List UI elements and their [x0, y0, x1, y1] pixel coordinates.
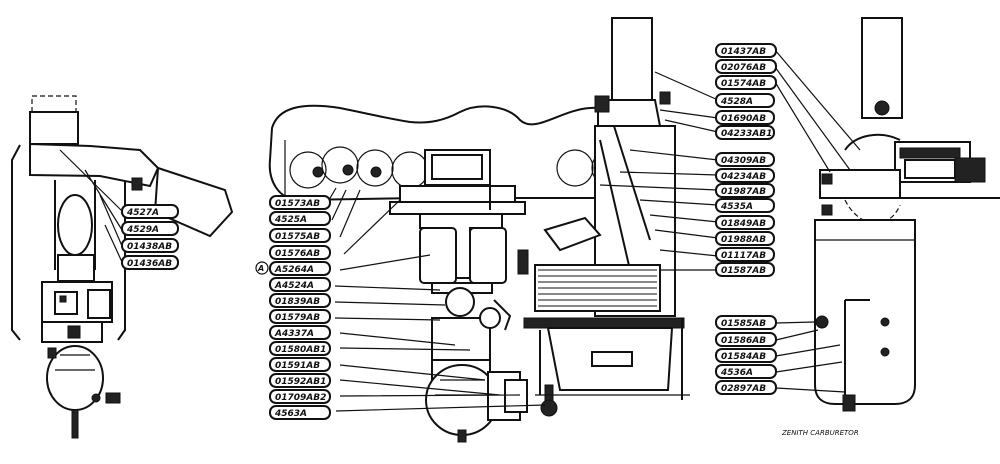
part-label: 4535A [715, 198, 775, 213]
part-label: 4527A [121, 204, 179, 219]
svg-text:A4524A: A4524A [274, 281, 314, 291]
part-label: 01438AB [121, 238, 179, 253]
part-label: 01709AB2 [269, 389, 331, 404]
part-label: 01592AB1 [269, 373, 331, 388]
part-label: 01579AB [269, 309, 331, 324]
svg-text:02076AB: 02076AB [721, 63, 766, 73]
part-label: 01437AB [715, 43, 777, 58]
right-view-labels-top: 01437AB 02076AB 01574AB [715, 43, 777, 90]
svg-text:01709AB2: 01709AB2 [275, 393, 326, 403]
svg-text:4527A: 4527A [126, 208, 159, 218]
part-label: 4525A [269, 211, 331, 226]
svg-text:04233AB1: 04233AB1 [721, 129, 772, 139]
svg-text:A: A [257, 264, 264, 273]
part-label: 01117AB [715, 247, 775, 262]
part-label: 01586AB [715, 332, 777, 347]
part-label: 02076AB [715, 59, 777, 74]
svg-text:4529A: 4529A [126, 225, 159, 235]
part-label: 04234AB [715, 168, 775, 183]
left-view-drawing [11, 95, 234, 439]
part-label: A4524A [269, 277, 331, 292]
part-label: 01573AB [269, 195, 331, 210]
svg-text:A4337A: A4337A [274, 329, 314, 339]
right-view-labels-bottom: 01585AB 01586AB 01584AB 4536A 02897AB [715, 315, 777, 395]
svg-text:01438AB: 01438AB [127, 242, 172, 252]
svg-text:4536A: 4536A [720, 368, 753, 378]
part-label: 01839AB [269, 293, 331, 308]
svg-text:A5264A: A5264A [274, 265, 314, 275]
part-label: 01584AB [715, 348, 777, 363]
part-label: 01576AB [269, 245, 331, 260]
center-view-labels-right: 4528A 01690AB 04233AB1 04309AB 04234AB 0… [715, 93, 775, 277]
part-label: 01436AB [121, 255, 179, 270]
part-label: 01587AB [715, 262, 775, 277]
part-label: 02897AB [715, 380, 777, 395]
svg-text:02897AB: 02897AB [721, 384, 766, 394]
part-label: 04233AB1 [715, 125, 775, 140]
svg-text:01591AB: 01591AB [275, 361, 320, 371]
svg-text:01585AB: 01585AB [721, 319, 766, 329]
center-view-labels-left: 01573AB 4525A 01575AB 01576AB A A5264A A… [255, 195, 331, 420]
part-label: 01580AB1 [269, 341, 331, 356]
svg-text:04309AB: 04309AB [721, 156, 766, 166]
svg-text:01839AB: 01839AB [275, 297, 320, 307]
svg-text:01587AB: 01587AB [721, 266, 766, 276]
svg-text:01592AB1: 01592AB1 [275, 377, 326, 387]
part-label: 01849AB [715, 215, 775, 230]
svg-text:01586AB: 01586AB [721, 336, 766, 346]
part-label: 01988AB [715, 231, 775, 246]
svg-text:01579AB: 01579AB [275, 313, 320, 323]
svg-text:4528A: 4528A [720, 97, 753, 107]
svg-text:01690AB: 01690AB [721, 114, 766, 124]
svg-text:4525A: 4525A [274, 215, 307, 225]
svg-text:01575AB: 01575AB [275, 232, 320, 242]
part-label: 01987AB [715, 183, 775, 198]
svg-text:01437AB: 01437AB [721, 47, 766, 57]
left-view: 4527A 4529A 01438AB 01436AB [11, 95, 234, 439]
section-marker: A [255, 261, 269, 275]
svg-text:01580AB1: 01580AB1 [275, 345, 326, 355]
caption: ZENITH CARBURETOR [781, 429, 859, 437]
svg-text:01576AB: 01576AB [275, 249, 320, 259]
part-label: 4528A [715, 93, 775, 108]
part-label: A5264A [269, 261, 331, 276]
center-view: 01573AB 4525A 01575AB 01576AB A A5264A A… [255, 17, 775, 443]
svg-text:01117AB: 01117AB [721, 251, 766, 261]
svg-text:01573AB: 01573AB [275, 199, 320, 209]
part-label: 4536A [715, 364, 777, 379]
part-label: 01575AB [269, 228, 331, 243]
svg-text:01849AB: 01849AB [721, 219, 766, 229]
right-view: 01437AB 02076AB 01574AB 01585AB 01586AB … [715, 17, 1000, 437]
left-view-labels: 4527A 4529A 01438AB 01436AB [121, 204, 179, 270]
part-label: A4337A [269, 325, 331, 340]
part-label: 01591AB [269, 357, 331, 372]
svg-text:04234AB: 04234AB [721, 172, 766, 182]
right-view-drawing [774, 17, 1000, 412]
svg-text:01584AB: 01584AB [721, 352, 766, 362]
svg-text:01574AB: 01574AB [721, 79, 766, 89]
svg-text:4563A: 4563A [274, 409, 307, 419]
part-label: 4563A [269, 405, 331, 420]
part-label: 01690AB [715, 110, 775, 125]
svg-text:01987AB: 01987AB [721, 187, 766, 197]
svg-text:4535A: 4535A [720, 202, 753, 212]
part-label: 04309AB [715, 152, 775, 167]
part-label: 01574AB [715, 75, 777, 90]
part-label: 4529A [121, 221, 179, 236]
center-view-drawing [268, 17, 719, 443]
svg-text:01436AB: 01436AB [127, 259, 172, 269]
part-label: 01585AB [715, 315, 777, 330]
svg-text:01988AB: 01988AB [721, 235, 766, 245]
